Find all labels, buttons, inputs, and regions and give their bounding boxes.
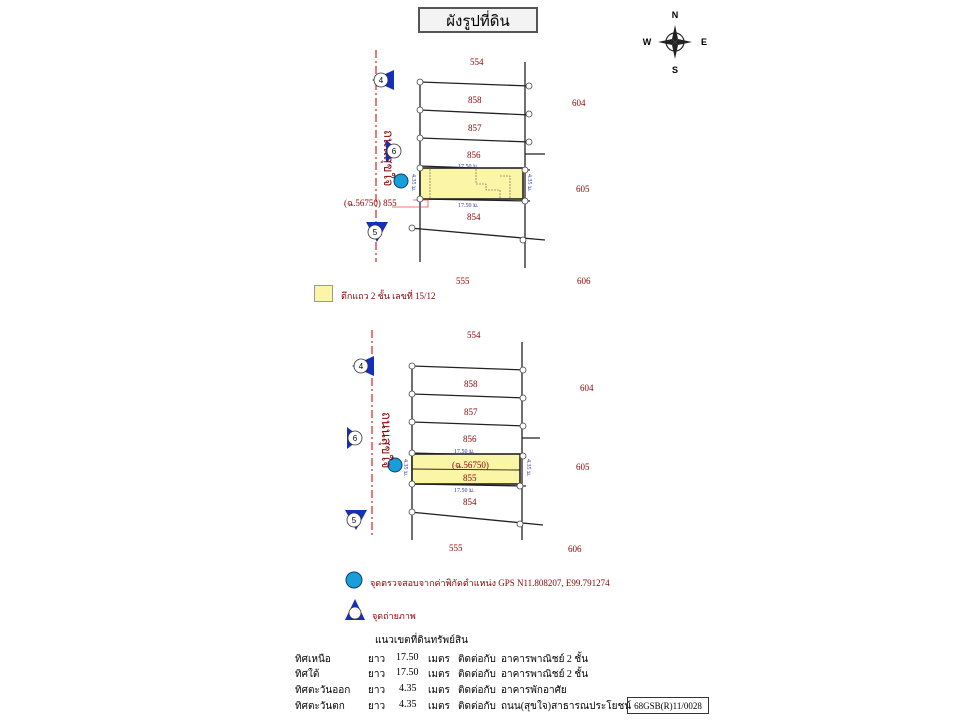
map1-photo-point-4: 4: [372, 70, 394, 90]
map1-parcel-606: 606: [577, 276, 591, 286]
boundary-neighbor: ถนน(สุขใจ)สาธารณประโยชน์: [501, 701, 632, 712]
boundary-value: 4.35: [399, 683, 417, 694]
boundary-unit: เมตร: [428, 669, 450, 680]
boundary-heading: แนวเขตที่ดินทรัพย์สิน: [375, 635, 468, 646]
boundary-value: 17.50: [396, 667, 419, 678]
svg-text:4: 4: [379, 76, 384, 85]
map1-parcel-554: 554: [470, 57, 484, 67]
map2-parcel-604: 604: [580, 383, 594, 393]
map2-photo-point-6: 6: [347, 427, 363, 449]
boundary-len-label: ยาว: [368, 701, 386, 712]
boundary-unit: เมตร: [428, 654, 450, 665]
map2-dim-right: 4.35 ม.: [525, 459, 531, 477]
boundary-neighbor: อาคารพาณิชย์ 2 ชั้น: [501, 669, 589, 680]
map1-dim-left: 4.35 ม.: [410, 174, 416, 192]
legend-photo-icon: [345, 599, 365, 620]
boundary-neighbor: อาคารพักอาศัย: [501, 685, 567, 696]
map2-road-label: ถนนสุขใจ: [379, 412, 394, 469]
map2-parcel-606: 606: [568, 544, 582, 554]
legend-photo-label: จุดถ่ายภาพ: [372, 611, 416, 621]
boundary-unit: เมตร: [428, 685, 450, 696]
map2-subject-parcel: [411, 453, 521, 485]
legend-gps-label: จุดตรวจสอบจากค่าพิกัดตำแหน่ง GPS N11.808…: [370, 578, 610, 588]
map2-gps-marker: [387, 457, 403, 473]
map2-parcel-605: 605: [576, 462, 590, 472]
compass-n: N: [672, 10, 679, 20]
boundary-neighbor: อาคารพาณิชย์ 2 ชั้น: [501, 654, 589, 665]
legend-building-swatch: [314, 285, 333, 302]
map2-dim-left: 4.35 ม.: [402, 459, 408, 477]
boundary-value: 17.50: [396, 652, 419, 663]
legend-building-label: ตึกแถว 2 ชั้น เลขที่ 15/12: [341, 291, 436, 301]
compass-e: E: [701, 37, 707, 47]
map2-parcel-857: 857: [464, 407, 478, 417]
boundary-adj: ติดต่อกับ: [458, 669, 496, 680]
map1-parcel-605: 605: [576, 184, 590, 194]
map1-subject-parcel: [419, 167, 524, 200]
map2-parcel-554: 554: [467, 330, 481, 340]
map1-parcel-604: 604: [572, 98, 586, 108]
boundary-unit: เมตร: [428, 701, 450, 712]
svg-text:6: 6: [392, 147, 397, 156]
map1-dim-right: 4.35 ม.: [526, 174, 532, 192]
map1-parcel-857: 857: [468, 123, 482, 133]
map2-deed-label: (ฉ.56750): [452, 460, 489, 470]
reference-code: 68GSB(R)11/0028: [627, 697, 709, 714]
svg-text:6: 6: [353, 434, 358, 443]
page-title: ผังรูปที่ดิน: [418, 7, 538, 33]
map1-dim-bottom: 17.50 ม.: [458, 203, 479, 209]
map2-parcel-854: 854: [463, 497, 477, 507]
compass-w: W: [643, 37, 652, 47]
map2-parcel-858: 858: [464, 379, 478, 389]
boundary-len-label: ยาว: [368, 654, 386, 665]
map1-callout-label: (ฉ.56750) 855: [344, 198, 397, 208]
map2-dim-top: 17.50 ม.: [454, 449, 475, 455]
map2-parcel-856: 856: [463, 434, 477, 444]
boundary-value: 4.35: [399, 699, 417, 710]
svg-text:5: 5: [352, 516, 357, 525]
map1-photo-point-6: 6: [386, 140, 402, 162]
map1-parcel-555: 555: [456, 276, 470, 286]
boundary-adj: ติดต่อกับ: [458, 685, 496, 696]
map2-parcel-855: 855: [463, 473, 477, 483]
boundary-len-label: ยาว: [368, 685, 386, 696]
map1-dim-top: 17.50 ม.: [458, 164, 479, 170]
map1-photo-point-5: 5: [366, 222, 388, 242]
boundary-len-label: ยาว: [368, 669, 386, 680]
map2-photo-point-5: 5: [345, 510, 367, 530]
map1-parcel-854: 854: [467, 212, 481, 222]
map2-photo-point-4: 4: [352, 356, 374, 376]
map1-parcel-856: 856: [467, 150, 481, 160]
map2-parcel-555: 555: [449, 543, 463, 553]
boundary-side: ทิศเหนือ: [295, 654, 331, 665]
legend-gps-icon: [345, 571, 363, 589]
boundary-side: ทิศตะวันตก: [295, 701, 345, 712]
svg-text:4: 4: [359, 362, 364, 371]
boundary-adj: ติดต่อกับ: [458, 701, 496, 712]
boundary-adj: ติดต่อกับ: [458, 654, 496, 665]
compass-rose: N S E W: [643, 10, 707, 75]
compass-s: S: [672, 65, 678, 75]
map1-parcel-858: 858: [468, 95, 482, 105]
svg-text:5: 5: [373, 228, 378, 237]
boundary-side: ทิศตะวันออก: [295, 685, 351, 696]
boundary-side: ทิศใต้: [295, 669, 320, 680]
map2-dim-bottom: 17.50 ม.: [454, 488, 475, 494]
map1-gps-marker: [393, 173, 409, 189]
